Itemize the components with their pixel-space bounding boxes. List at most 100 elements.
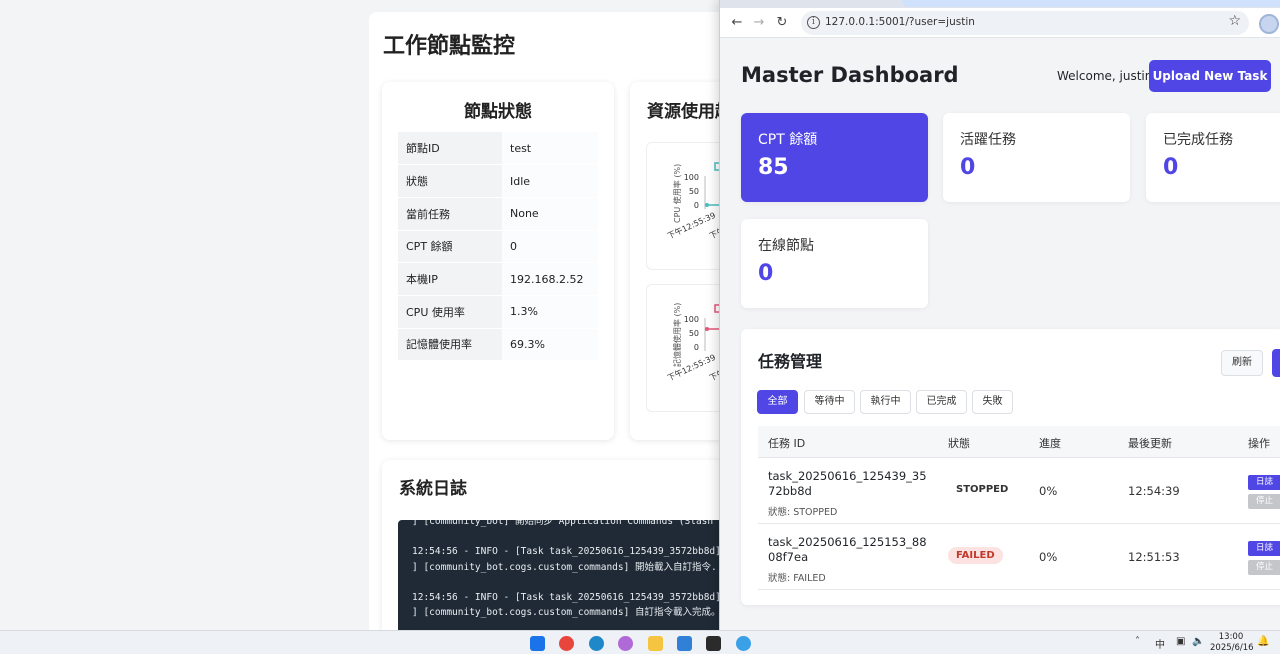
status-badge: FAILED (948, 547, 1003, 564)
browser-tab[interactable] (902, 0, 1280, 7)
node-field-value: 69.3% (502, 328, 598, 362)
task-id: task_20250616_125439_3572bb8d (768, 469, 927, 498)
filter-completed[interactable]: 已完成 (916, 390, 967, 414)
forward-arrow-icon[interactable]: → (753, 15, 765, 30)
terminal-icon[interactable] (706, 636, 721, 651)
view-log-button[interactable]: 日誌 (1248, 541, 1280, 556)
stop-task-button[interactable]: 停止 (1248, 560, 1280, 575)
task-status-subtext: 狀態: STOPPED (768, 507, 838, 518)
node-field-value: Idle (502, 164, 598, 198)
column-header-task-id: 任務 ID (768, 437, 806, 450)
page-title: 工作節點監控 (383, 34, 516, 59)
filter-running[interactable]: 執行中 (860, 390, 911, 414)
stat-label: 已完成任務 (1163, 132, 1233, 148)
browser-window: ← → ↻ i 127.0.0.1:5001/?user=justin ☆ Ma… (719, 0, 1280, 630)
node-field-label: 節點ID (398, 132, 502, 166)
cpu-chart-ylabel: CPU 使用率 (%) (672, 164, 682, 223)
table-row: task_20250616_125439_3572bb8d 狀態: STOPPE… (758, 459, 1280, 524)
copilot-icon[interactable] (618, 636, 633, 651)
task-table-header: 任務 ID 狀態 進度 最後更新 操作 (758, 426, 1280, 458)
system-log-title: 系統日誌 (399, 479, 467, 499)
stat-label: CPT 餘額 (758, 132, 818, 148)
bookmark-star-icon[interactable]: ☆ (1228, 13, 1241, 29)
task-progress: 0% (1039, 484, 1058, 498)
log-line: ] [community_bot.cogs.custom_commands] 自… (412, 607, 721, 619)
site-info-icon[interactable]: i (807, 16, 820, 29)
log-line: ] [community_bot.cogs.custom_commands] 開… (412, 561, 729, 573)
chrome-icon[interactable] (559, 636, 574, 651)
file-explorer-icon[interactable] (648, 636, 663, 651)
column-header-actions: 操作 (1248, 437, 1270, 450)
view-log-button[interactable]: 日誌 (1248, 475, 1280, 490)
node-field-value: test (502, 132, 598, 166)
stat-value: 85 (758, 155, 789, 180)
node-field-label: 記憶體使用率 (398, 328, 502, 362)
node-status-title: 節點狀態 (464, 102, 532, 122)
mem-series-point (705, 327, 709, 331)
cpu-tick-0: 0 (694, 201, 699, 210)
dashboard-page: Master Dashboard Welcome, justin Upload … (720, 39, 1280, 630)
resource-usage-title: 資源使用趨 (647, 102, 732, 122)
filter-all[interactable]: 全部 (757, 390, 798, 414)
start-menu-icon[interactable] (530, 636, 545, 651)
task-progress: 0% (1039, 550, 1058, 564)
clock-time: 13:00 (1218, 632, 1244, 642)
browser-tab-strip (720, 0, 1280, 8)
stat-label: 活躍任務 (960, 132, 1016, 148)
chevron-up-icon[interactable]: ˄ (1135, 636, 1140, 647)
node-field-value: None (502, 197, 598, 231)
ime-indicator[interactable]: 中 (1155, 640, 1165, 651)
upload-new-task-button[interactable]: Upload New Task (1149, 60, 1271, 92)
node-field-value: 1.3% (502, 295, 598, 329)
mem-tick-0: 0 (694, 343, 699, 352)
network-icon[interactable]: ▣ (1176, 636, 1186, 647)
stat-value: 0 (1163, 155, 1179, 180)
status-badge: STOPPED (956, 484, 1009, 495)
taskbar: ˄ 中 ▣ 🔈 13:00 2025/6/16 🔔 (0, 630, 1280, 654)
task-action-button[interactable] (1272, 349, 1280, 377)
stop-task-button[interactable]: 停止 (1248, 494, 1280, 509)
filter-failed[interactable]: 失敗 (972, 390, 1013, 414)
cpu-tick-50: 50 (689, 187, 699, 196)
back-arrow-icon[interactable]: ← (731, 15, 743, 30)
notification-bell-icon[interactable]: 🔔 (1257, 636, 1270, 647)
column-header-progress: 進度 (1039, 437, 1061, 450)
edge-icon[interactable] (589, 636, 604, 651)
profile-avatar[interactable] (1259, 14, 1279, 34)
system-clock[interactable]: 13:00 2025/6/16 (1210, 632, 1254, 654)
node-field-label: CPU 使用率 (398, 295, 502, 329)
mem-tick-100: 100 (684, 315, 699, 324)
task-id: task_20250616_125153_8808f7ea (768, 535, 927, 564)
filter-pending[interactable]: 等待中 (804, 390, 855, 414)
reload-icon[interactable]: ↻ (776, 15, 788, 30)
node-field-value: 192.168.2.52 (502, 262, 598, 296)
column-header-last-updated: 最後更新 (1128, 437, 1172, 450)
task-management-panel: 任務管理 刷新 全部 等待中 執行中 已完成 失敗 任務 ID 狀態 進度 最後… (741, 329, 1280, 605)
stat-card-online-nodes: 在線節點 0 (741, 219, 928, 308)
vscode-icon[interactable] (677, 636, 692, 651)
welcome-text: Welcome, justin (1057, 69, 1153, 83)
node-field-label: 本機IP (398, 262, 502, 296)
address-bar[interactable]: i 127.0.0.1:5001/?user=justin ☆ (801, 11, 1249, 35)
stat-label: 在線節點 (758, 238, 814, 254)
stat-card-cpt-balance: CPT 餘額 85 (741, 113, 928, 202)
clock-date: 2025/6/16 (1210, 643, 1254, 653)
stat-value: 0 (758, 261, 774, 286)
node-field-label: 當前任務 (398, 197, 502, 231)
mem-tick-50: 50 (689, 329, 699, 338)
task-last-updated: 12:51:53 (1128, 550, 1180, 564)
refresh-button[interactable]: 刷新 (1221, 350, 1263, 376)
address-url[interactable]: 127.0.0.1:5001/?user=justin (825, 16, 975, 28)
cpu-series-point (705, 203, 709, 207)
cpu-tick-100: 100 (684, 173, 699, 182)
dashboard-title: Master Dashboard (741, 63, 959, 87)
volume-muted-icon[interactable]: 🔈 (1192, 636, 1205, 647)
app-icon[interactable] (736, 636, 751, 651)
